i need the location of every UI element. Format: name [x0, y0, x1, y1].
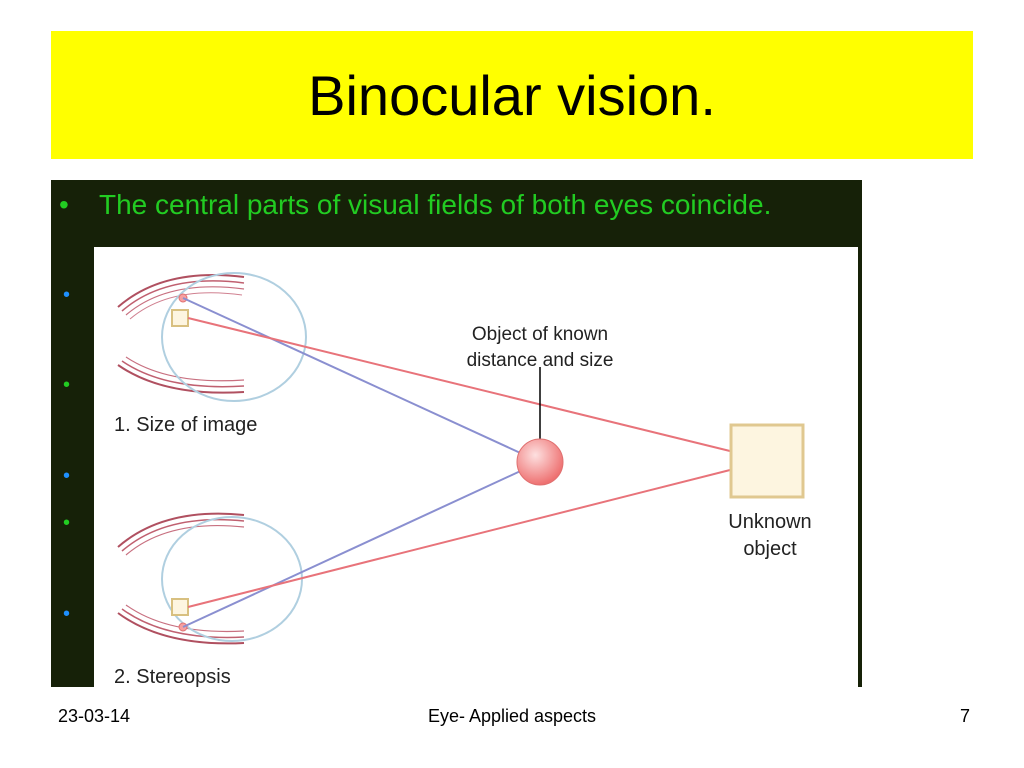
- footer-date: 23-03-14: [58, 706, 131, 726]
- upper-eyelid-top: [117, 274, 245, 308]
- ray-blue-upper: [182, 297, 541, 463]
- bullet-text-1: The central parts of visual fields of bo…: [99, 189, 772, 220]
- lower-eye: [117, 512, 303, 645]
- slide-title: Binocular vision.: [308, 63, 716, 127]
- diagram-svg: Object of known distance and size 1. Siz…: [114, 272, 812, 687]
- lower-eyeball: [161, 516, 303, 642]
- label-unknown-line2: object: [743, 538, 797, 560]
- slide-number: 7: [959, 706, 970, 726]
- lower-eyelid-bottom: [117, 612, 245, 645]
- ray-red-upper: [187, 317, 735, 453]
- label-size-of-image: 1. Size of image: [114, 414, 257, 436]
- lower-eyelid-top: [117, 512, 245, 548]
- bullet-marker-4: •: [63, 465, 71, 487]
- upper-eyelid-bottom: [117, 364, 245, 394]
- bullet-marker-5: •: [63, 512, 71, 534]
- known-object-sphere: [516, 438, 564, 486]
- bullet-marker-3: •: [63, 374, 71, 396]
- upper-retina-box: [171, 309, 189, 327]
- label-stereopsis: 2. Stereopsis: [114, 666, 231, 687]
- label-known-line2: distance and size: [467, 350, 614, 371]
- bullet-item-1: • The central parts of visual fields of …: [59, 188, 799, 222]
- footer-title: Eye- Applied aspects: [427, 706, 597, 726]
- title-banner: Binocular vision.: [51, 31, 973, 159]
- upper-eye: [117, 272, 307, 402]
- unknown-object-box: [729, 423, 805, 499]
- label-known-line1: Object of known: [472, 324, 608, 345]
- bullet-marker-6: •: [63, 603, 71, 625]
- bullet-marker-2: •: [63, 284, 71, 306]
- ray-blue-lower: [182, 461, 541, 628]
- binocular-diagram: Object of known distance and size 1. Siz…: [94, 247, 858, 687]
- label-unknown-line1: Unknown: [728, 511, 811, 533]
- upper-eyeball: [161, 272, 307, 402]
- lower-retina-box: [171, 598, 189, 616]
- ray-red-lower: [187, 468, 735, 608]
- bullet-marker: •: [59, 189, 69, 220]
